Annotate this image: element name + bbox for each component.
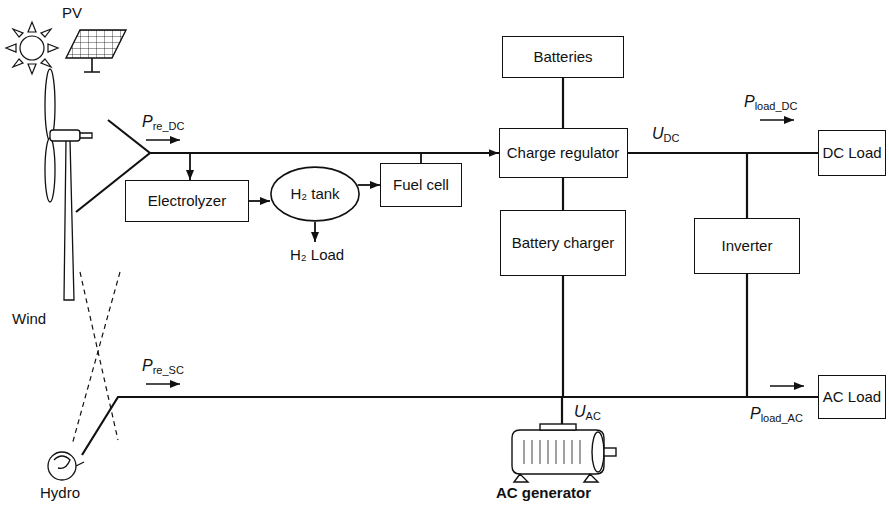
ac-bus (82, 397, 562, 455)
symbol-subscript: DC (664, 132, 680, 144)
sun-icon (6, 22, 58, 74)
solar-panel-icon (66, 30, 126, 72)
box-text: Batteries (530, 48, 595, 65)
connector (249, 200, 270, 202)
storage-box: Batteries (502, 36, 624, 78)
power-label: Pre_SC (140, 356, 186, 377)
symbol-subscript: load_DC (755, 100, 798, 112)
load-label: H₂ Load (288, 246, 346, 264)
converter-box: Inverter (694, 218, 800, 274)
source-label: Wind (10, 310, 48, 328)
box-text: Inverter (719, 237, 776, 254)
converter-box: Battery charger (500, 210, 626, 276)
symbol-letter: P (744, 93, 755, 110)
connector-layer (249, 78, 818, 397)
box-text: AC Load (820, 388, 884, 405)
box-text: Charge regulator (504, 144, 623, 161)
flow-arrow (146, 139, 180, 140)
connector (421, 153, 499, 163)
symbol-subscript: load_AC (761, 412, 803, 424)
voltage-label: UDC (650, 124, 681, 145)
wind-turbine-icon (45, 69, 92, 300)
power-label: Pre_DC (140, 112, 186, 133)
source-label: PV (60, 4, 84, 22)
connector (562, 78, 564, 128)
symbol-subscript: re_DC (153, 120, 185, 132)
ac-generator-icon (512, 424, 616, 482)
box-text: Electrolyzer (145, 192, 229, 209)
source-label: Hydro (38, 484, 82, 502)
box-text: DC Load (819, 144, 884, 161)
voltage-label: UAC (572, 402, 603, 423)
flow-arrow (146, 383, 180, 384)
box-text: Battery charger (509, 234, 618, 251)
storage-tank: H₂ tank (270, 166, 360, 222)
symbol-letter: U (652, 125, 664, 142)
connector (563, 276, 818, 397)
connector (747, 274, 818, 397)
dashed-link (72, 272, 120, 445)
symbol-subscript: AC (586, 410, 601, 422)
connector (358, 184, 380, 186)
symbol-subscript: re_SC (153, 364, 184, 376)
tank-outline (271, 167, 359, 221)
load-box: DC Load (818, 130, 886, 176)
connector (562, 178, 564, 210)
connector (628, 153, 748, 218)
symbol-letter: P (142, 357, 153, 374)
symbol-letter: U (574, 403, 586, 420)
equipment-label: AC generator (494, 484, 593, 502)
process-box: Fuel cell (380, 163, 462, 207)
feed-arrow (314, 222, 316, 242)
process-box: Electrolyzer (125, 180, 249, 222)
feed-arrow (189, 153, 191, 180)
load-box: AC Load (818, 375, 886, 419)
symbol-letter: P (750, 405, 761, 422)
flow-arrow (760, 119, 794, 120)
power-label: Pload_AC (748, 404, 805, 425)
power-label: Pload_DC (742, 92, 799, 113)
control-box: Charge regulator (499, 128, 628, 178)
flow-arrow (770, 385, 804, 386)
hydro-turbine-icon (48, 452, 84, 480)
box-text: H₂ tank (287, 185, 342, 202)
box-text: Fuel cell (390, 176, 452, 193)
symbol-letter: P (142, 113, 153, 130)
